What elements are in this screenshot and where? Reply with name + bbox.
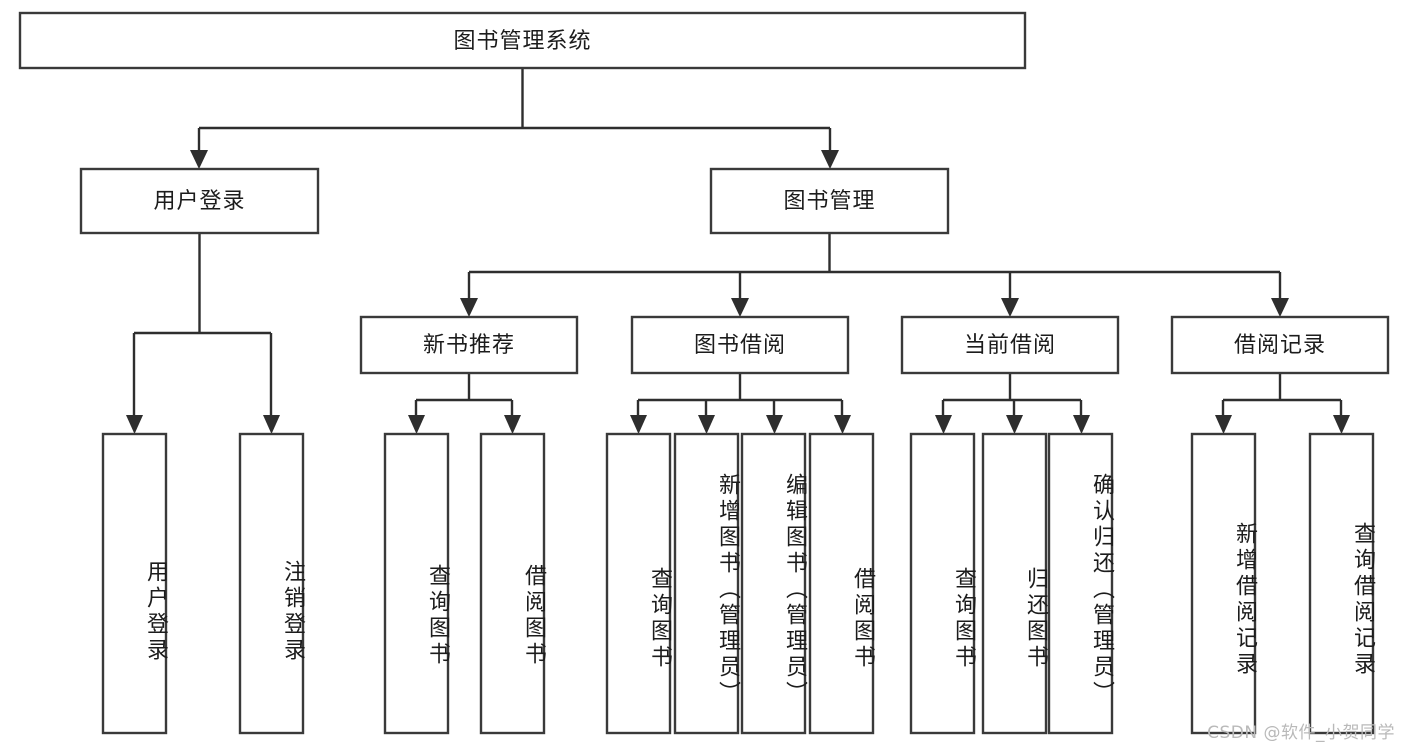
- node-current-borrow-label: 当前借阅: [964, 333, 1056, 358]
- node-current-borrow[interactable]: [900, 315, 1120, 375]
- leaf-box-query-book-current[interactable]: [909, 432, 976, 735]
- leaf-box-edit-book-admin[interactable]: [740, 432, 807, 735]
- connector-root-to-level2: [190, 68, 839, 169]
- connector-borrow-to-leaves: [630, 373, 851, 434]
- leaf-box-borrow-book-new[interactable]: [479, 432, 546, 735]
- leaf-box-query-book-borrow[interactable]: [605, 432, 672, 735]
- node-user-login[interactable]: [79, 167, 320, 235]
- node-new-book-recommend[interactable]: [359, 315, 579, 375]
- connector-current-to-leaves: [935, 373, 1090, 434]
- connector-newbook-to-leaves: [408, 373, 521, 434]
- node-book-management-label: 图书管理: [783, 189, 875, 214]
- leaf-box-user-login[interactable]: [101, 432, 168, 735]
- node-borrow-records[interactable]: [1170, 315, 1390, 375]
- leaf-box-query-book-new[interactable]: [383, 432, 450, 735]
- node-book-borrow-label: 图书借阅: [694, 333, 786, 358]
- leaf-box-logout[interactable]: [238, 432, 305, 735]
- node-user-login-label: 用户登录: [153, 189, 245, 214]
- leaf-box-return-book[interactable]: [981, 432, 1048, 735]
- leaf-box-add-book-admin[interactable]: [673, 432, 740, 735]
- connector-level2-to-level3: [460, 233, 1289, 317]
- connector-userlogin-to-leaves: [126, 233, 280, 434]
- node-root[interactable]: [18, 11, 1027, 70]
- leaf-box-add-borrow-record[interactable]: [1190, 432, 1257, 735]
- csdn-watermark: CSDN @软件_小贺同学: [1207, 723, 1395, 743]
- node-borrow-records-label: 借阅记录: [1234, 333, 1326, 358]
- node-root-label: 图书管理系统: [453, 29, 591, 54]
- leaf-box-query-borrow-record[interactable]: [1308, 432, 1375, 735]
- leaf-box-confirm-return-admin[interactable]: [1047, 432, 1114, 735]
- connector-records-to-leaves: [1215, 373, 1350, 434]
- node-book-management[interactable]: [709, 167, 950, 235]
- node-new-book-recommend-label: 新书推荐: [423, 333, 515, 358]
- leaf-box-borrow-book[interactable]: [808, 432, 875, 735]
- node-book-borrow[interactable]: [630, 315, 850, 375]
